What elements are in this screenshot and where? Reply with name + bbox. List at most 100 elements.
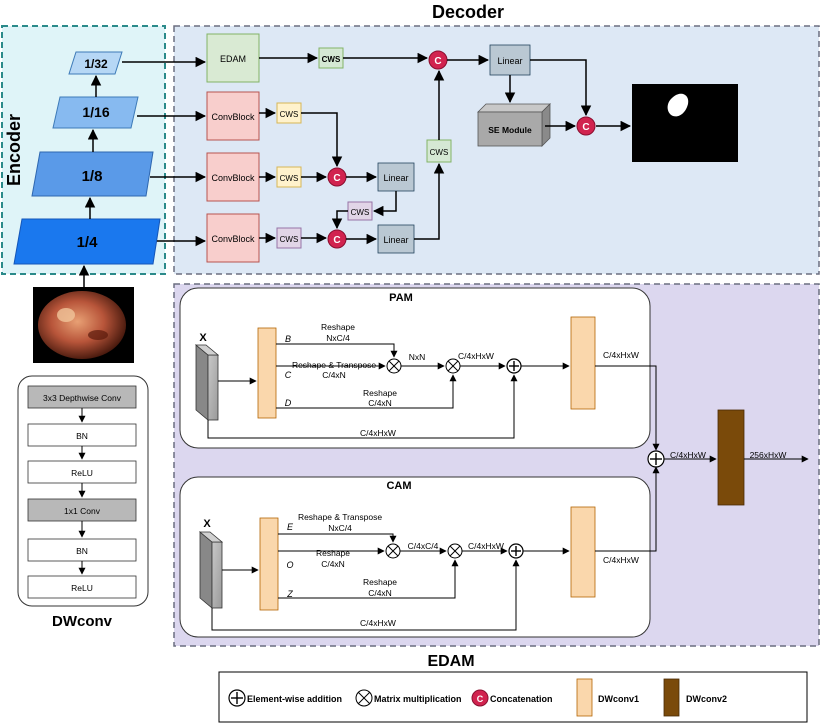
pam-label-c4xhxw-2: C/4xHxW [360,428,396,438]
pam-label-nxn: NxN [409,352,426,362]
pam-label-reshape-1: Reshape [321,322,355,332]
cam-label-c4xhxw-2: C/4xHxW [360,618,396,628]
linear-top [489,44,531,76]
cam-label-reshape-transpose: Reshape & Transpose [298,512,382,522]
encoder-level-1-8 [31,151,154,197]
legend-dwconv2-label: DWconv2 [686,694,727,704]
cam-input-x: X [203,518,211,530]
encoder-level-1-16 [52,96,139,129]
dwconv-layer-bn-2-label: BN [76,546,88,556]
linear-2-label: Linear [383,235,408,245]
pam-label-reshape-transpose: Reshape & Transpose [292,360,376,370]
output-segmentation-mask [632,84,738,162]
cam-label-c4xhxw-out: C/4xHxW [603,555,639,565]
encoder-level-1-32 [68,51,123,75]
cam-label-c4xc4: C/4xC/4 [408,541,439,551]
svg-text:C: C [333,235,340,246]
convblock-1-16 [206,91,260,141]
dwconv-layer-bn-1-label: BN [76,431,88,441]
convblock-1-4 [206,213,260,263]
concat-1-4: C [327,229,347,249]
pam-label-nxc4: NxC/4 [326,333,350,343]
input-colonoscopy-image [33,287,134,363]
dwconv-layer-1x1-label: 1x1 Conv [64,506,101,516]
pam-branch-d: D [285,398,292,408]
edam-title: EDAM [427,653,474,670]
arrow-cws-1-16-to-concat [301,112,343,168]
convblock-1-4-label: ConvBlock [211,234,255,244]
legend-add-icon [228,689,246,707]
svg-text:C: C [477,694,484,704]
svg-text:C: C [333,173,340,184]
cam-matmul-2 [447,543,463,559]
cam-label-reshape-2: Reshape [363,577,397,587]
cam-branch-e: E [287,522,294,532]
pam-title: PAM [389,292,413,304]
encoder-label-1-16: 1/16 [82,104,109,120]
dwconv-layer-relu-2 [27,575,137,599]
cws-right-label: CWS [430,148,449,157]
cam-branch-z: Z [286,589,293,599]
decoder-edam-label: EDAM [220,54,246,64]
cws-1-8-label: CWS [280,174,299,183]
cam-label-c4xhxw-1: C/4xHxW [468,541,504,551]
cam-dwconv1 [259,517,279,611]
cws-1-4-label: CWS [280,235,299,244]
convblock-1-8-label: ConvBlock [211,173,255,183]
encoder-label-1-32: 1/32 [84,57,108,71]
cam-matmul-1 [385,543,401,559]
merge-label-c4xhxw: C/4xHxW [670,450,706,460]
cam-dwconv1-out [570,506,596,598]
pam-label-reshape-2: Reshape [363,388,397,398]
merge-add [647,450,665,468]
pam-label-c4xhxw-1: C/4xHxW [458,351,494,361]
se-module-label: SE Module [488,125,532,135]
legend [218,671,808,723]
decoder-title: Decoder [432,2,504,22]
cam-label-reshape-1: Reshape [316,548,350,558]
pam-dwconv1-out [570,316,596,410]
decoder-edam-block [206,33,260,83]
encoder-title: Encoder [4,114,24,186]
dwconv-layer-relu-2-label: ReLU [71,583,93,593]
convblock-1-8 [206,152,260,202]
legend-dwconv1-label: DWconv1 [598,694,639,704]
cam-panel [179,476,651,638]
cam-add [508,543,524,559]
dwconv-panel [17,375,149,607]
encoder-label-1-4: 1/4 [77,234,99,251]
legend-dwconv2-swatch [663,678,680,717]
cam-label-c4xn-1: C/4xN [321,559,345,569]
encoder-level-1-4 [13,218,161,265]
concat-se: C [576,116,596,136]
dwconv-title: DWconv [52,613,113,630]
pam-dwconv1 [257,327,277,419]
linear-top-label: Linear [497,56,522,66]
cam-label-c4xn-2: C/4xN [368,588,392,598]
cam-label-nxc4: NxC/4 [328,523,352,533]
svg-text:C: C [582,122,589,133]
legend-mul-icon [355,689,373,707]
legend-concat-icon: C [471,689,489,707]
pam-label-c4xn-1: C/4xN [322,370,346,380]
pam-matmul-1 [386,358,402,374]
cws-1-16-label: CWS [280,110,299,119]
pam-label-c4xn-2: C/4xN [368,398,392,408]
pam-branch-c: C [285,370,292,380]
cws-edam-label: CWS [322,55,341,64]
edam-dwconv2 [717,409,745,506]
linear-1-label: Linear [383,173,408,183]
pam-input-x: X [199,332,207,344]
merge-label-256xhxw: 256xHxW [750,450,787,460]
cam-branch-o: O [286,560,293,570]
legend-mul-label: Matrix multiplication [374,694,462,704]
legend-add-label: Element-wise addition [247,694,342,704]
legend-dwconv1-swatch [576,678,593,717]
convblock-1-16-label: ConvBlock [211,112,255,122]
pam-add [506,358,522,374]
concat-top: C [428,50,448,70]
svg-text:C: C [434,56,441,67]
cam-title: CAM [386,480,411,492]
dwconv-layer-relu-1-label: ReLU [71,468,93,478]
